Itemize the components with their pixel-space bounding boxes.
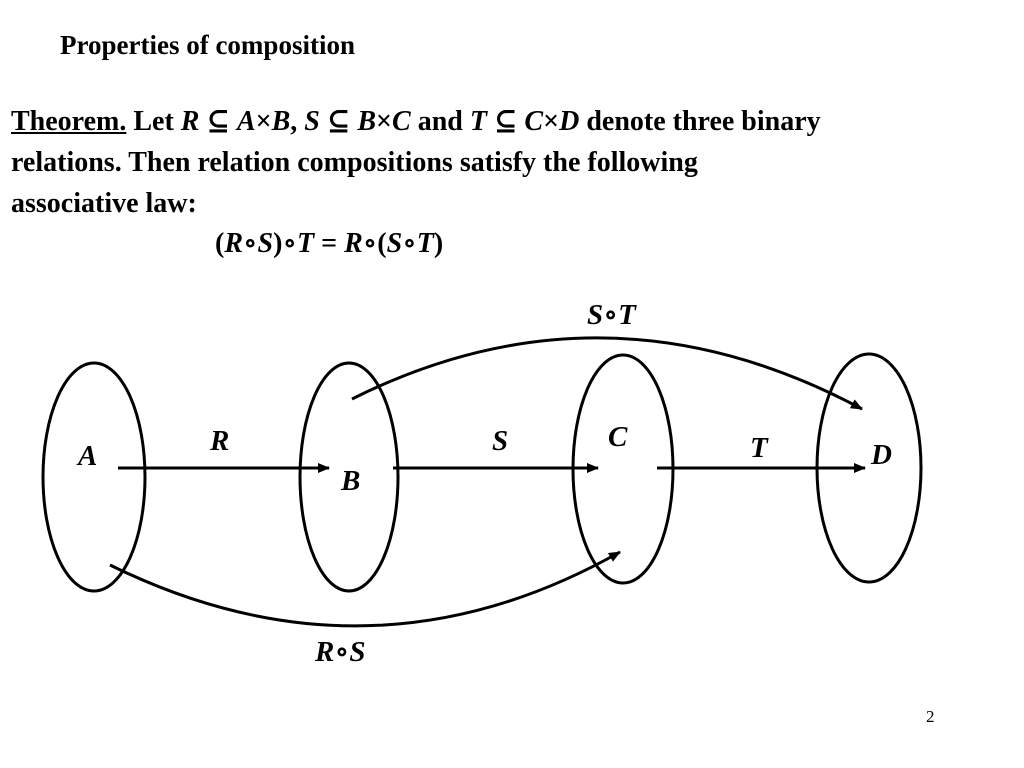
slide-title: Properties of composition — [60, 30, 355, 60]
compose-symbol: ∘ — [362, 228, 378, 259]
arrow-r-compose-s-label: R∘S — [314, 636, 366, 668]
arrow-s-label: S — [492, 425, 508, 457]
set-b: B — [357, 106, 377, 137]
set-b-label: B — [340, 465, 360, 497]
set-c-label: C — [608, 421, 628, 453]
paren-open: ( — [215, 228, 225, 259]
theorem-line-3: associative law: — [11, 188, 197, 219]
formula-t: T — [416, 228, 434, 259]
formula-t: T — [296, 228, 315, 259]
paren-close: ) — [433, 228, 444, 259]
set-a-ellipse — [41, 361, 147, 593]
set-d: D — [559, 106, 580, 137]
times-symbol: × — [255, 106, 272, 137]
relation-r: R — [180, 106, 200, 137]
formula-s: S — [257, 228, 274, 259]
formula-r: R — [224, 228, 244, 259]
set-c: C — [524, 106, 544, 137]
theorem-label: Theorem. — [11, 106, 127, 137]
theorem-tail: denote three binary — [586, 106, 821, 137]
set-d-label: D — [870, 439, 892, 471]
arrow-s-compose-t — [351, 336, 863, 411]
theorem-statement: Theorem. Let R ⊆ A×B, S ⊆ B×C and T ⊆ C×… — [11, 101, 1016, 224]
equals-sign: = — [314, 228, 345, 259]
comma: , — [290, 106, 298, 137]
set-b-ellipse — [298, 361, 400, 593]
theorem-let: Let — [133, 106, 174, 137]
paren-open: ( — [377, 228, 387, 259]
compose-symbol: ∘ — [282, 228, 297, 259]
relation-s: S — [304, 106, 320, 137]
subset-symbol: ⊆ — [326, 106, 351, 137]
subset-symbol: ⊆ — [493, 106, 518, 137]
paren-close: ) — [273, 228, 283, 259]
theorem-line-1: Theorem. Let R ⊆ A×B, S ⊆ B×C and T ⊆ C×… — [11, 101, 1016, 142]
formula-r: R — [344, 228, 363, 259]
formula-s: S — [386, 228, 403, 259]
relation-t: T — [469, 106, 487, 137]
arrow-t-label: T — [750, 432, 769, 464]
times-symbol: × — [376, 106, 392, 137]
set-a: A — [236, 106, 256, 137]
theorem-and: and — [417, 106, 463, 137]
set-a-label: A — [76, 440, 97, 472]
arrow-s-compose-t-label: S∘T — [587, 299, 637, 331]
page-number: 2 — [926, 707, 935, 726]
subset-symbol: ⊆ — [206, 106, 230, 137]
set-c: C — [392, 106, 411, 137]
arrow-r-label: R — [209, 425, 229, 457]
compose-symbol: ∘ — [402, 228, 417, 259]
set-b: B — [271, 106, 291, 137]
theorem-line-2: relations. Then relation compositions sa… — [11, 147, 698, 178]
times-symbol: × — [543, 106, 560, 137]
arrow-r-compose-s — [109, 550, 621, 628]
compose-symbol: ∘ — [243, 228, 258, 259]
associative-law-formula: (R∘S)∘T = R∘(S∘T) — [215, 226, 443, 260]
